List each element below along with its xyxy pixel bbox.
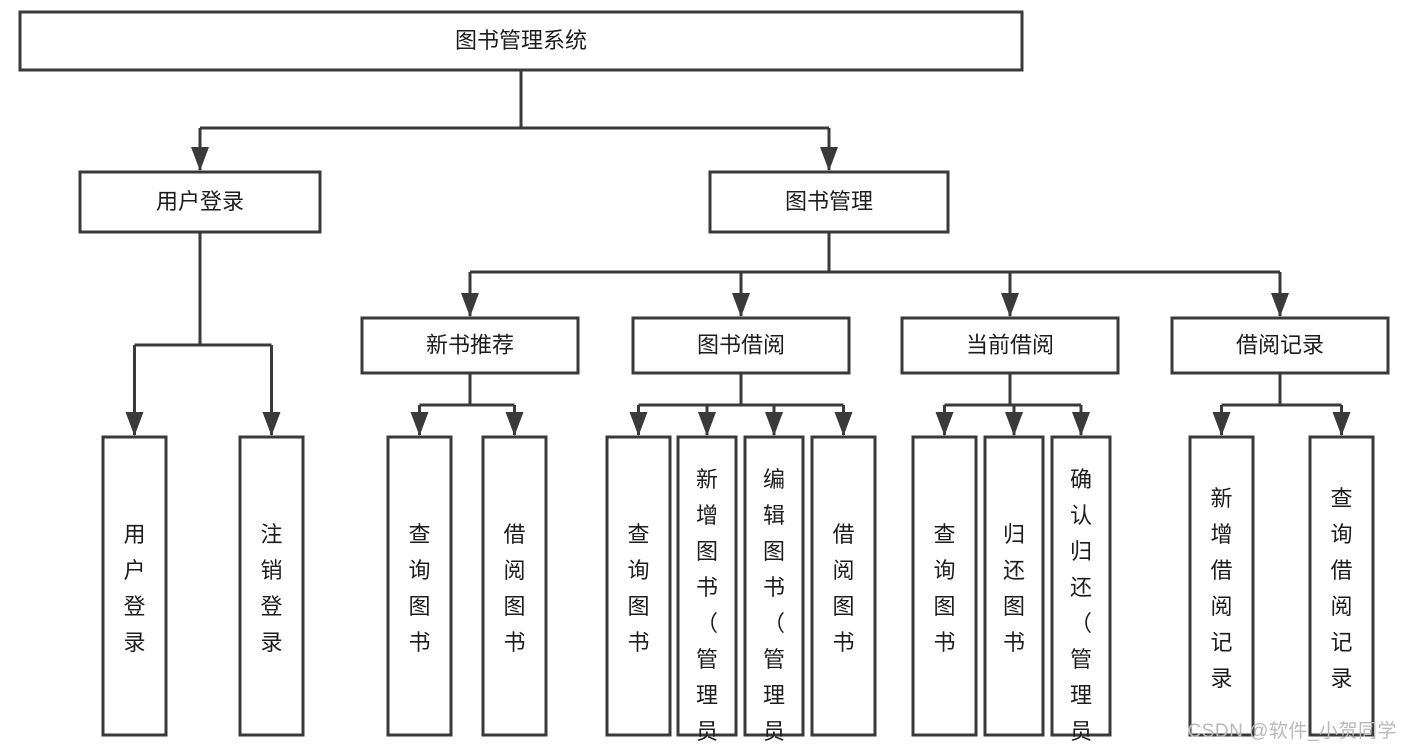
arrow-head [935,412,954,436]
arrow-head [410,412,429,436]
node-leaf-borrow-book-2-box[interactable] [810,435,877,737]
node-new-book-rec[interactable]: 新书推荐 [360,316,580,375]
node-leaf-user-login[interactable]: 用户登录 [101,435,168,737]
node-leaf-query-book-2-box[interactable] [605,435,672,737]
arrow-head [1072,412,1090,436]
node-leaf-user-logout[interactable]: 注销登录 [238,435,305,737]
node-book-manage[interactable]: 图书管理 [708,170,950,234]
node-layer: 图书管理系统用户登录图书管理新书推荐图书借阅当前借阅借阅记录用户登录注销登录查询… [18,10,1390,747]
arrow-head [698,412,716,436]
node-root-label: 图书管理系统 [455,28,587,53]
node-leaf-borrow-book-1-label: 借阅图书 [503,522,525,655]
node-leaf-borrow-book-2-label: 借阅图书 [832,522,854,655]
arrow-head [1212,412,1231,436]
node-root-box[interactable] [18,10,1024,72]
arrow-head [629,412,648,436]
node-leaf-query-book-1-label: 查询图书 [408,522,430,655]
node-leaf-add-record-box[interactable] [1188,435,1255,737]
node-borrow-record-label: 借阅记录 [1236,332,1324,357]
node-leaf-query-book-3-label: 查询图书 [933,522,955,655]
arrow-head [1271,293,1289,317]
node-current-borrow-box[interactable] [900,316,1120,375]
node-user-login[interactable]: 用户登录 [78,170,322,234]
node-book-manage-box[interactable] [708,170,950,234]
node-book-borrow-label: 图书借阅 [697,332,785,357]
node-leaf-query-record[interactable]: 查询借阅记录 [1308,435,1375,737]
node-book-borrow-box[interactable] [631,316,851,375]
node-user-login-label: 用户登录 [156,189,244,214]
arrow-head [125,412,144,436]
arrow-head [834,412,853,436]
node-leaf-edit-book-label: 编辑图书（管理员） [763,467,785,747]
node-leaf-query-book-3[interactable]: 查询图书 [911,435,978,737]
node-user-login-box[interactable] [78,170,322,234]
node-new-book-rec-box[interactable] [360,316,580,375]
node-book-borrow[interactable]: 图书借阅 [631,316,851,375]
node-leaf-user-login-label: 用户登录 [123,522,145,655]
csdn-watermark: CSDN @软件_小贺同学 [1187,721,1397,742]
node-leaf-add-book-box[interactable] [676,435,738,737]
arrow-head [1005,412,1023,436]
node-leaf-query-book-1-box[interactable] [386,435,453,737]
node-leaf-add-record[interactable]: 新增借阅记录 [1188,435,1255,737]
node-borrow-record[interactable]: 借阅记录 [1170,316,1390,375]
connector-layer [125,70,1351,436]
node-leaf-query-book-2[interactable]: 查询图书 [605,435,672,737]
node-leaf-edit-book-box[interactable] [743,435,805,737]
node-leaf-add-record-label: 新增借阅记录 [1210,486,1232,691]
node-leaf-add-book[interactable]: 新增图书（管理员） [676,435,738,747]
node-book-manage-label: 图书管理 [785,189,873,214]
node-leaf-edit-book[interactable]: 编辑图书（管理员） [743,435,805,747]
arrow-head [191,147,209,171]
arrow-head [1001,293,1019,317]
node-leaf-query-record-box[interactable] [1308,435,1375,737]
node-leaf-confirm-return[interactable]: 确认归还（管理员） [1050,435,1112,747]
arrow-head [1332,412,1351,436]
arrow-head [461,293,479,317]
node-leaf-borrow-book-2[interactable]: 借阅图书 [810,435,877,737]
node-leaf-user-login-box[interactable] [101,435,168,737]
node-leaf-return-book-box[interactable] [983,435,1045,737]
node-leaf-return-book-label: 归还图书 [1003,522,1025,655]
node-leaf-query-book-1[interactable]: 查询图书 [386,435,453,737]
node-leaf-add-book-label: 新增图书（管理员） [696,467,718,747]
arrow-head [262,412,281,436]
node-borrow-record-box[interactable] [1170,316,1390,375]
node-current-borrow[interactable]: 当前借阅 [900,316,1120,375]
arrow-head [505,412,524,436]
node-leaf-user-logout-box[interactable] [238,435,305,737]
arrow-head [820,147,838,171]
node-leaf-query-record-label: 查询借阅记录 [1330,486,1352,691]
node-current-borrow-label: 当前借阅 [966,332,1054,357]
node-leaf-borrow-book-1-box[interactable] [481,435,548,737]
node-leaf-query-book-2-label: 查询图书 [627,522,649,655]
node-leaf-query-book-3-box[interactable] [911,435,978,737]
arrow-head [765,412,783,436]
node-leaf-borrow-book-1[interactable]: 借阅图书 [481,435,548,737]
node-leaf-confirm-return-box[interactable] [1050,435,1112,737]
node-root[interactable]: 图书管理系统 [18,10,1024,72]
node-leaf-confirm-return-label: 确认归还（管理员） [1070,467,1092,747]
arrow-head [732,293,750,317]
node-leaf-return-book[interactable]: 归还图书 [983,435,1045,737]
node-new-book-rec-label: 新书推荐 [426,332,514,357]
node-leaf-user-logout-label: 注销登录 [260,522,282,655]
